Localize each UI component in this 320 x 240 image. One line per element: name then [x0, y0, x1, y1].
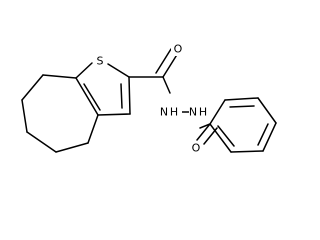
hydrogen-label-2: H: [199, 106, 207, 119]
bond-ph-inner-1: [229, 105, 255, 108]
structure-figure: S O N H N H O: [21, 42, 277, 155]
nitrogen-atom-2: N H: [189, 103, 211, 121]
bond-ph-4: [230, 150, 264, 153]
bond-c7a-c8: [42, 74, 77, 79]
oxygen-atom-amide-1: O: [171, 42, 185, 56]
bond-c7a-c3a: [75, 77, 99, 116]
bond-ph-5: [209, 123, 232, 153]
bond-ph-ipso-link: [209, 99, 226, 125]
bond-c6-c5: [26, 131, 57, 153]
bond-carbonyl1-o-double: [155, 48, 172, 74]
nitrogen-atom-1: N H: [160, 103, 182, 121]
bond-carbonyl1-o: [162, 52, 179, 78]
bond-ph-inner-2: [257, 123, 269, 146]
bond-carbonyl2-o: [196, 123, 211, 141]
sulfur-label: S: [97, 55, 104, 68]
bond-c8-c7: [21, 74, 44, 101]
bond-c7a-s: [75, 62, 93, 79]
thiophene-ring: [75, 62, 131, 116]
bond-ph-3: [262, 122, 277, 152]
hydrazide-chain: [128, 48, 218, 145]
bond-c2-c3-inner: [120, 83, 123, 109]
oxygen-label-2: O: [192, 142, 201, 155]
cycloheptane-ring: [21, 74, 99, 153]
nitrogen-label-1: N: [160, 106, 168, 119]
bond-c7a-c3a-inner: [83, 83, 101, 111]
benzene-ring: [209, 97, 277, 153]
bond-s-c2: [107, 63, 130, 78]
bond-c4-c3a: [87, 114, 99, 144]
bond-c2-c3: [128, 76, 131, 115]
bond-c7-c6: [21, 99, 28, 133]
oxygen-atom-amide-2: O: [189, 141, 203, 155]
bond-carbonyl1-n1: [162, 76, 171, 94]
bond-ph-2: [257, 97, 277, 124]
sulfur-atom: S: [93, 54, 107, 68]
bond-ph-1: [224, 97, 259, 101]
oxygen-label-1: O: [174, 43, 183, 56]
bond-c5-c4: [55, 142, 89, 153]
molecule-drawing: S O N H N H O: [21, 42, 277, 155]
bond-c3-c3a: [97, 113, 131, 116]
bond-n2-carbonyl2: [199, 123, 211, 129]
bond-ph-inner-3: [217, 125, 235, 147]
nitrogen-label-2: N: [189, 106, 197, 119]
hydrogen-label-1: H: [170, 106, 178, 119]
